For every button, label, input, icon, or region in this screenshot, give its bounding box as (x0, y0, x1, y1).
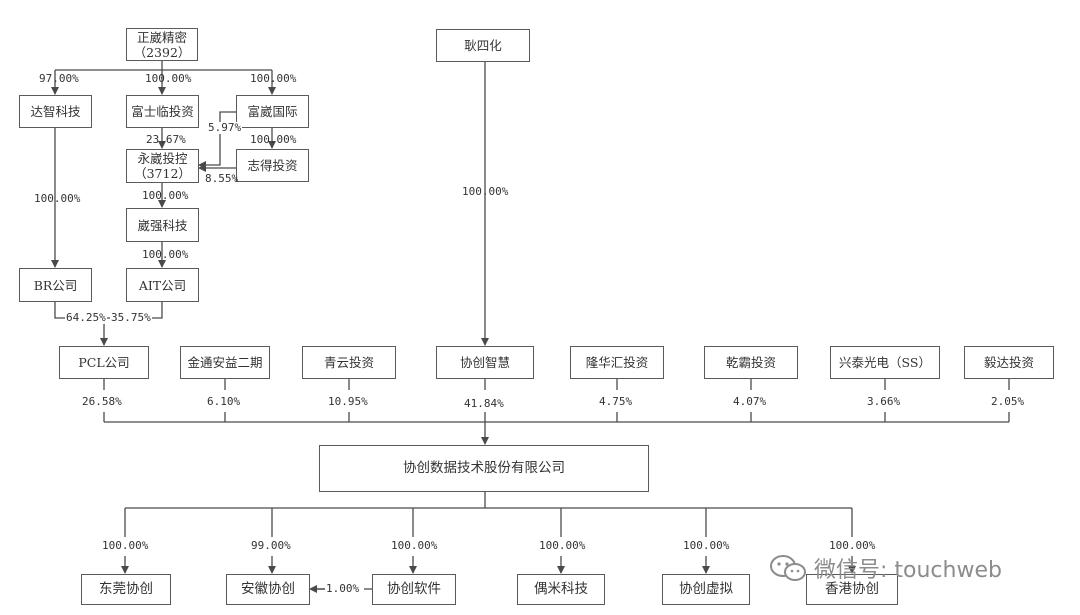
entity-name: 崴强科技 (137, 217, 188, 233)
entity-name: 协创数据技术股份有限公司 (403, 460, 565, 476)
entity-xiechuang-zhihui: 协创智慧 (436, 346, 534, 379)
entity-qingyun: 青云投资 (302, 346, 396, 379)
entity-name: 香港协创 (825, 581, 879, 597)
pct-ait-pcl: 35.75% (110, 311, 152, 324)
pct-fushilin-yongwei: 23.67% (146, 133, 186, 146)
pct-yongwei-weiqiang: 100.00% (142, 189, 189, 202)
pct-qianba: 4.07% (733, 395, 767, 408)
pct-jintong: 6.10% (207, 395, 241, 408)
pct-pcl: 26.58% (82, 395, 122, 408)
entity-name: 志得投资 (247, 158, 298, 173)
pct-hongkong: 100.00% (829, 539, 876, 552)
entity-qianba: 乾霸投资 (704, 346, 798, 379)
entity-name: 兴泰光电（SS） (839, 355, 931, 370)
entity-name: BR公司 (33, 277, 78, 293)
entity-name: 永崴投控 (137, 151, 188, 166)
pct-fuwei-zhide: 100.00% (250, 133, 297, 146)
pct-zhihui: 41.84% (464, 397, 504, 410)
entity-weiqiang: 崴强科技 (126, 208, 199, 242)
entity-longhuahui: 隆华汇投资 (570, 346, 664, 379)
pct-zhengwei-dazhi: 97.00% (39, 72, 79, 85)
entity-ait: AIT公司 (126, 268, 199, 302)
pct-longhuahui: 4.75% (599, 395, 633, 408)
entity-xiechuang-data: 协创数据技术股份有限公司 (319, 445, 649, 492)
pct-software: 100.00% (391, 539, 438, 552)
entity-name: 富崴国际 (247, 104, 298, 119)
pct-zhide-yongwei: 8.55% (205, 172, 239, 185)
entity-name: 金通安益二期 (187, 355, 263, 370)
pct-yida: 2.05% (991, 395, 1025, 408)
pct-fuwei-yongwei: 5.97% (207, 121, 243, 134)
entity-hongkong: 香港协创 (806, 574, 898, 605)
entity-name: 耿四化 (464, 38, 502, 53)
entity-software: 协创软件 (372, 574, 456, 605)
entity-name: 东莞协创 (99, 581, 153, 597)
entity-fushilin: 富士临投资 (126, 95, 199, 128)
entity-name: 协创智慧 (459, 355, 510, 370)
pct-qingyun: 10.95% (328, 395, 368, 408)
entity-name: 偶米科技 (534, 581, 588, 597)
pct-zhengwei-fuwei: 100.00% (250, 72, 297, 85)
pct-oumi: 100.00% (539, 539, 586, 552)
pct-weiqiang-ait: 100.00% (142, 248, 189, 261)
entity-name: 协创虚拟 (679, 581, 733, 597)
pct-dongguan: 100.00% (102, 539, 149, 552)
entity-name: 富士临投资 (131, 104, 194, 119)
wechat-icon (770, 555, 806, 581)
entity-name: 隆华汇投资 (585, 355, 649, 370)
entity-yongwei: 永崴投控 （3712） (126, 149, 199, 183)
entity-anhui: 安徽协创 (226, 574, 310, 605)
watermark-text: 微信号: touchweb (814, 558, 1002, 583)
watermark: 微信号: touchweb (768, 553, 1050, 583)
pct-anhui: 99.00% (251, 539, 291, 552)
entity-virtual: 协创虚拟 (662, 574, 750, 605)
pct-xingtai: 3.66% (867, 395, 901, 408)
entity-name: 毅达投资 (983, 355, 1034, 370)
entity-name: 正崴精密 (136, 29, 187, 45)
entity-jintong: 金通安益二期 (180, 346, 270, 379)
entity-name: 青云投资 (323, 355, 374, 370)
entity-zhengwei: 正崴精密 （2392） (126, 28, 198, 61)
pct-virtual: 100.00% (683, 539, 730, 552)
pct-software-anhui: 1.00% (326, 582, 360, 595)
pct-geng-zhihui: 100.00% (462, 185, 509, 198)
entity-name: 安徽协创 (241, 581, 295, 597)
entity-pcl: PCL公司 (59, 346, 149, 379)
stock-code: （3712） (134, 166, 191, 181)
entity-name: 乾霸投资 (725, 355, 776, 370)
entity-name: 达智科技 (30, 104, 81, 119)
entity-dazhi: 达智科技 (19, 95, 92, 128)
entity-yida: 毅达投资 (964, 346, 1054, 379)
entity-zhide: 志得投资 (236, 149, 309, 182)
entity-name: 协创软件 (387, 581, 441, 597)
pct-br-pcl: 64.25% (65, 311, 107, 324)
entity-name: AIT公司 (138, 277, 187, 293)
entity-oumi: 偶米科技 (517, 574, 605, 605)
stock-code: （2392） (133, 44, 191, 60)
entity-br: BR公司 (19, 268, 92, 302)
entity-fuwei-intl: 富崴国际 (236, 95, 309, 128)
entity-geng-sihua: 耿四化 (436, 29, 530, 62)
entity-dongguan: 东莞协创 (81, 574, 171, 605)
entity-name: PCL公司 (78, 355, 130, 370)
entity-xingtai: 兴泰光电（SS） (830, 346, 940, 379)
pct-zhengwei-fushilin: 100.00% (145, 72, 192, 85)
pct-dazhi-br: 100.00% (34, 192, 81, 205)
